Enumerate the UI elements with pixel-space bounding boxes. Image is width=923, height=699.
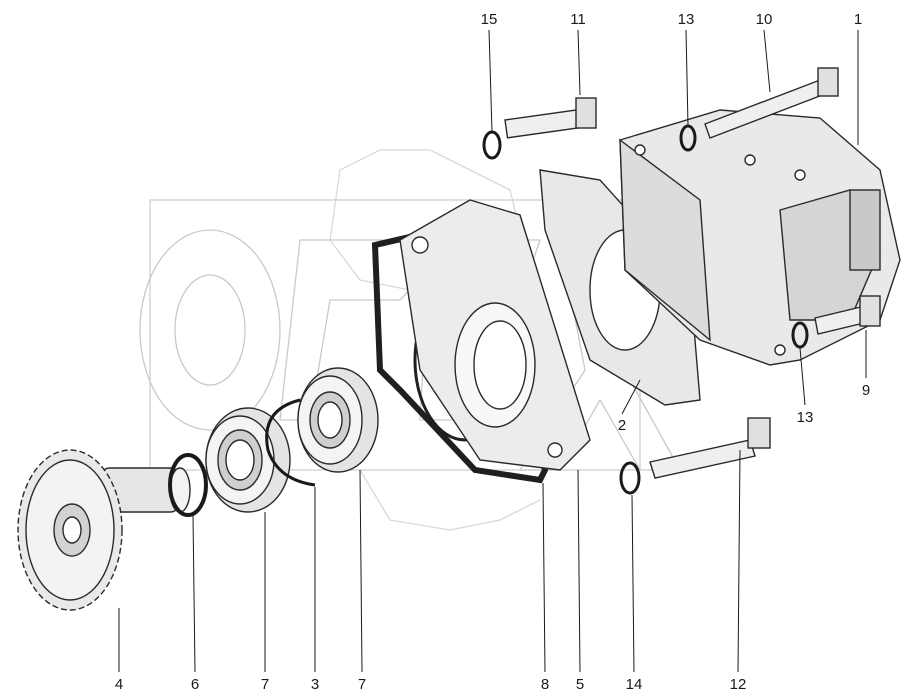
- callout-13-right: 13: [797, 409, 814, 426]
- bolt-part-12: [649, 417, 771, 479]
- bearing-part-7-left: [205, 407, 291, 513]
- callout-7-left: 7: [261, 676, 269, 693]
- gear-part-4: [17, 449, 191, 611]
- callout-2: 2: [618, 417, 626, 434]
- callout-11: 11: [570, 11, 586, 28]
- callout-14: 14: [626, 676, 643, 693]
- callout-1: 1: [854, 11, 862, 28]
- washer-part-15: [482, 130, 502, 160]
- callout-7-right: 7: [358, 676, 366, 693]
- flange-housing-part-5: [399, 199, 591, 471]
- bearing-part-7-right: [297, 367, 379, 473]
- callout-15: 15: [481, 11, 498, 28]
- callout-9: 9: [862, 382, 870, 399]
- washer-part-14: [619, 461, 641, 495]
- callout-4: 4: [115, 676, 123, 693]
- callout-10: 10: [756, 11, 773, 28]
- pump-body-part-1: [619, 109, 901, 366]
- callout-3: 3: [311, 676, 319, 693]
- callout-12: 12: [730, 676, 747, 693]
- callout-labels: 15 11 13 10 1 2 13 9 4 6 7 3 7 8 5 14 12: [115, 11, 870, 693]
- washer-part-13-right: [791, 321, 809, 349]
- bolt-part-11: [504, 97, 597, 139]
- callout-5: 5: [576, 676, 584, 693]
- callout-13-top: 13: [678, 11, 695, 28]
- callout-6: 6: [191, 676, 199, 693]
- bolt-part-10: [704, 67, 839, 139]
- bolt-part-9: [814, 295, 881, 335]
- callout-8: 8: [541, 676, 549, 693]
- leader-lines: [118, 29, 867, 673]
- retaining-ring-part-6: [168, 453, 208, 517]
